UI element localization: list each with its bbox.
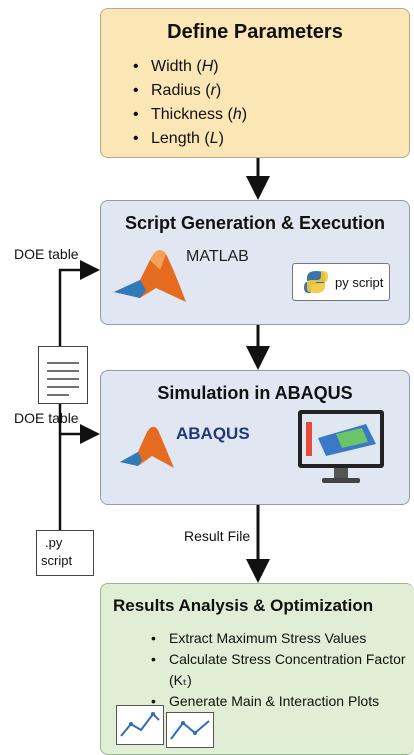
param-item: Length (L) xyxy=(133,127,247,151)
doe-table-label: DOE table xyxy=(14,410,79,426)
abaqus-logo-icon xyxy=(120,426,174,468)
matlab-logo-icon xyxy=(114,250,186,302)
line-plot-icon xyxy=(116,705,164,745)
results-list: Extract Maximum Stress Values Calculate … xyxy=(151,628,413,712)
doe-document-icon xyxy=(38,346,88,404)
result-item: Extract Maximum Stress Values xyxy=(151,628,413,649)
define-parameters-title: Define Parameters xyxy=(167,21,343,43)
parameter-list: Width (H) Radius (r) Thickness (h) Lengt… xyxy=(133,55,247,151)
simulation-title: Simulation in ABAQUS xyxy=(157,383,353,403)
interaction-plot-icon xyxy=(166,712,214,748)
py-doc-line2: script xyxy=(41,553,73,568)
py-script-document-icon: .py script xyxy=(36,530,94,576)
script-generation-title: Script Generation & Execution xyxy=(124,213,386,233)
result-item: Calculate Stress Concentration Factor (K… xyxy=(151,649,413,691)
result-item: Generate Main & Interaction Plots xyxy=(151,691,413,712)
define-parameters-box: Define Parameters Width (H) Radius (r) T… xyxy=(100,8,410,158)
param-item: Radius (r) xyxy=(133,79,247,103)
py-doc-line1: .py xyxy=(45,535,63,550)
matlab-label: MATLAB xyxy=(186,248,249,265)
arrow-doe-to-script xyxy=(58,260,100,346)
result-file-label: Result File xyxy=(184,528,251,544)
param-item: Width (H) xyxy=(133,55,247,79)
doe-table-label: DOE table xyxy=(14,246,79,262)
abaqus-label: ABAQUS xyxy=(176,424,250,443)
py-script-label: py script xyxy=(335,275,384,290)
monitor-icon xyxy=(298,410,384,483)
python-logo-icon xyxy=(304,271,328,293)
results-title: Results Analysis & Optimization xyxy=(113,596,374,615)
param-item: Thickness (h) xyxy=(133,103,247,127)
py-script-badge: py script xyxy=(292,263,390,301)
